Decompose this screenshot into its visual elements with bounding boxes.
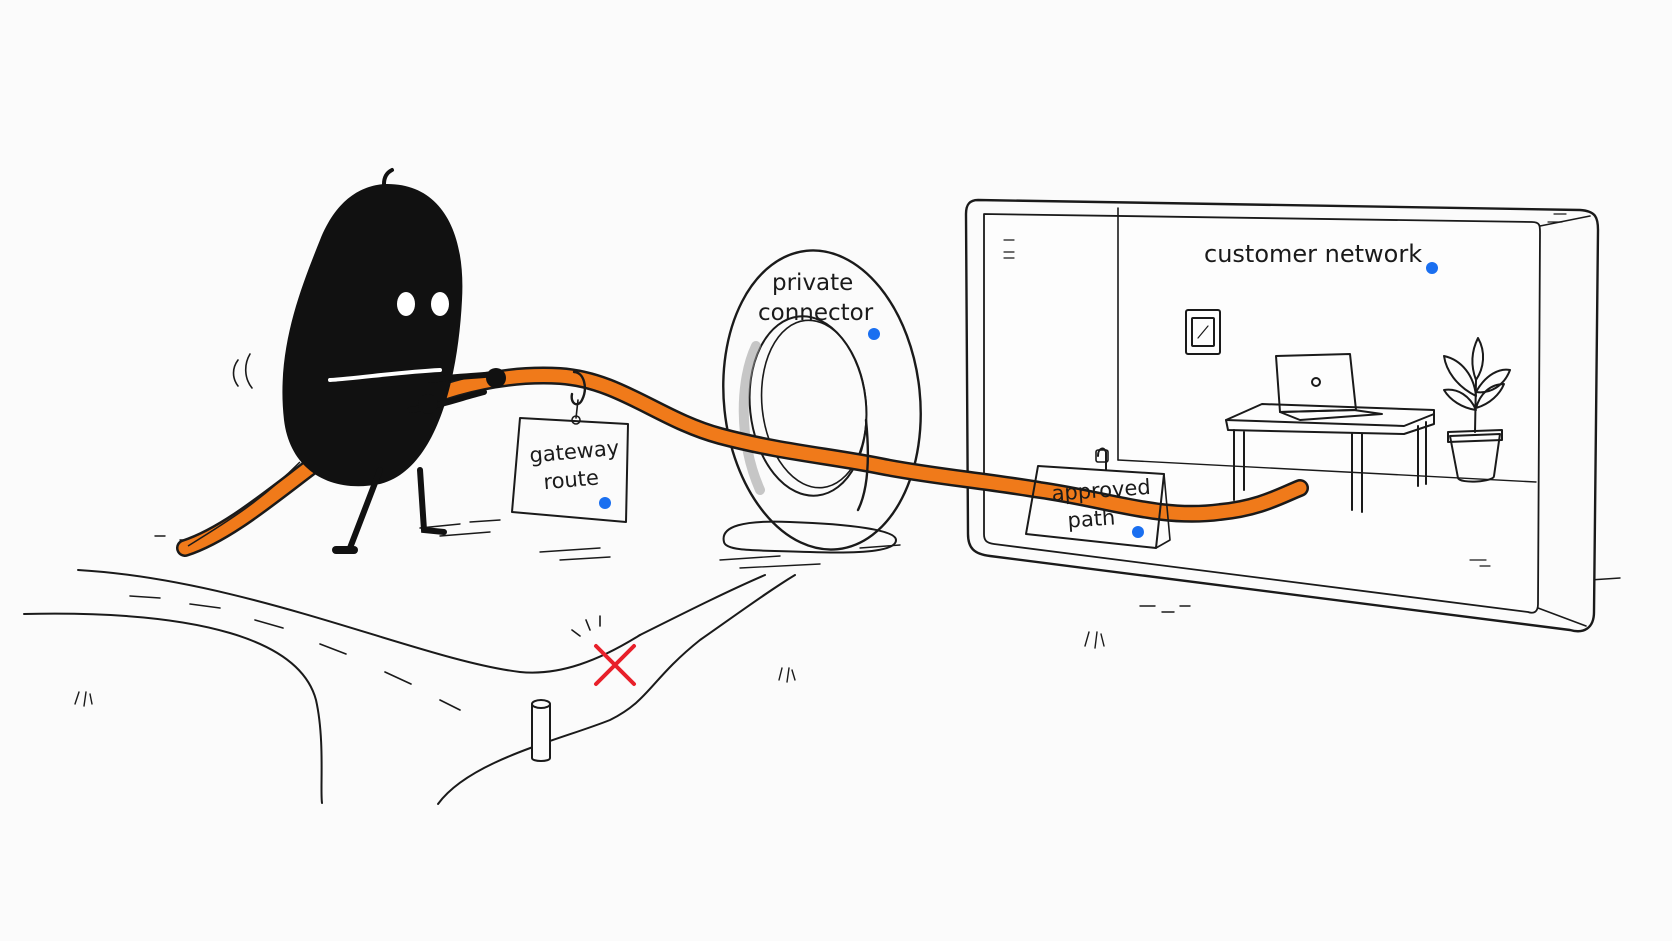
bollard [531, 699, 551, 762]
customer-network-label: customer network [1204, 240, 1438, 274]
gateway-route-label-line1: gateway [528, 436, 620, 468]
approved-path-label-line2: path [1067, 505, 1116, 532]
potted-plant-icon [1443, 337, 1511, 483]
gateway-route-marker [599, 497, 611, 509]
approved-path-marker [1132, 526, 1144, 538]
customer-network-marker [1426, 262, 1438, 274]
wall-frame-icon [1185, 309, 1221, 355]
customer-network-label-text: customer network [1204, 240, 1422, 268]
desk [1225, 403, 1435, 513]
private-connector-ring [722, 249, 922, 554]
gateway-route-label-line2: route [542, 466, 599, 495]
private-connector-front [856, 418, 870, 512]
private-connector-label: private connector [758, 270, 880, 340]
customer-network-box [964, 198, 1600, 633]
private-connector-marker [868, 328, 880, 340]
private-connector-label-line2: connector [758, 300, 874, 326]
private-connector-label-line1: private [772, 270, 853, 296]
black-blob-character [232, 168, 506, 554]
road [23, 569, 796, 805]
approved-path-tag: approved path [1025, 447, 1171, 549]
red-x-icon [571, 615, 636, 686]
laptop-icon [1275, 353, 1383, 421]
